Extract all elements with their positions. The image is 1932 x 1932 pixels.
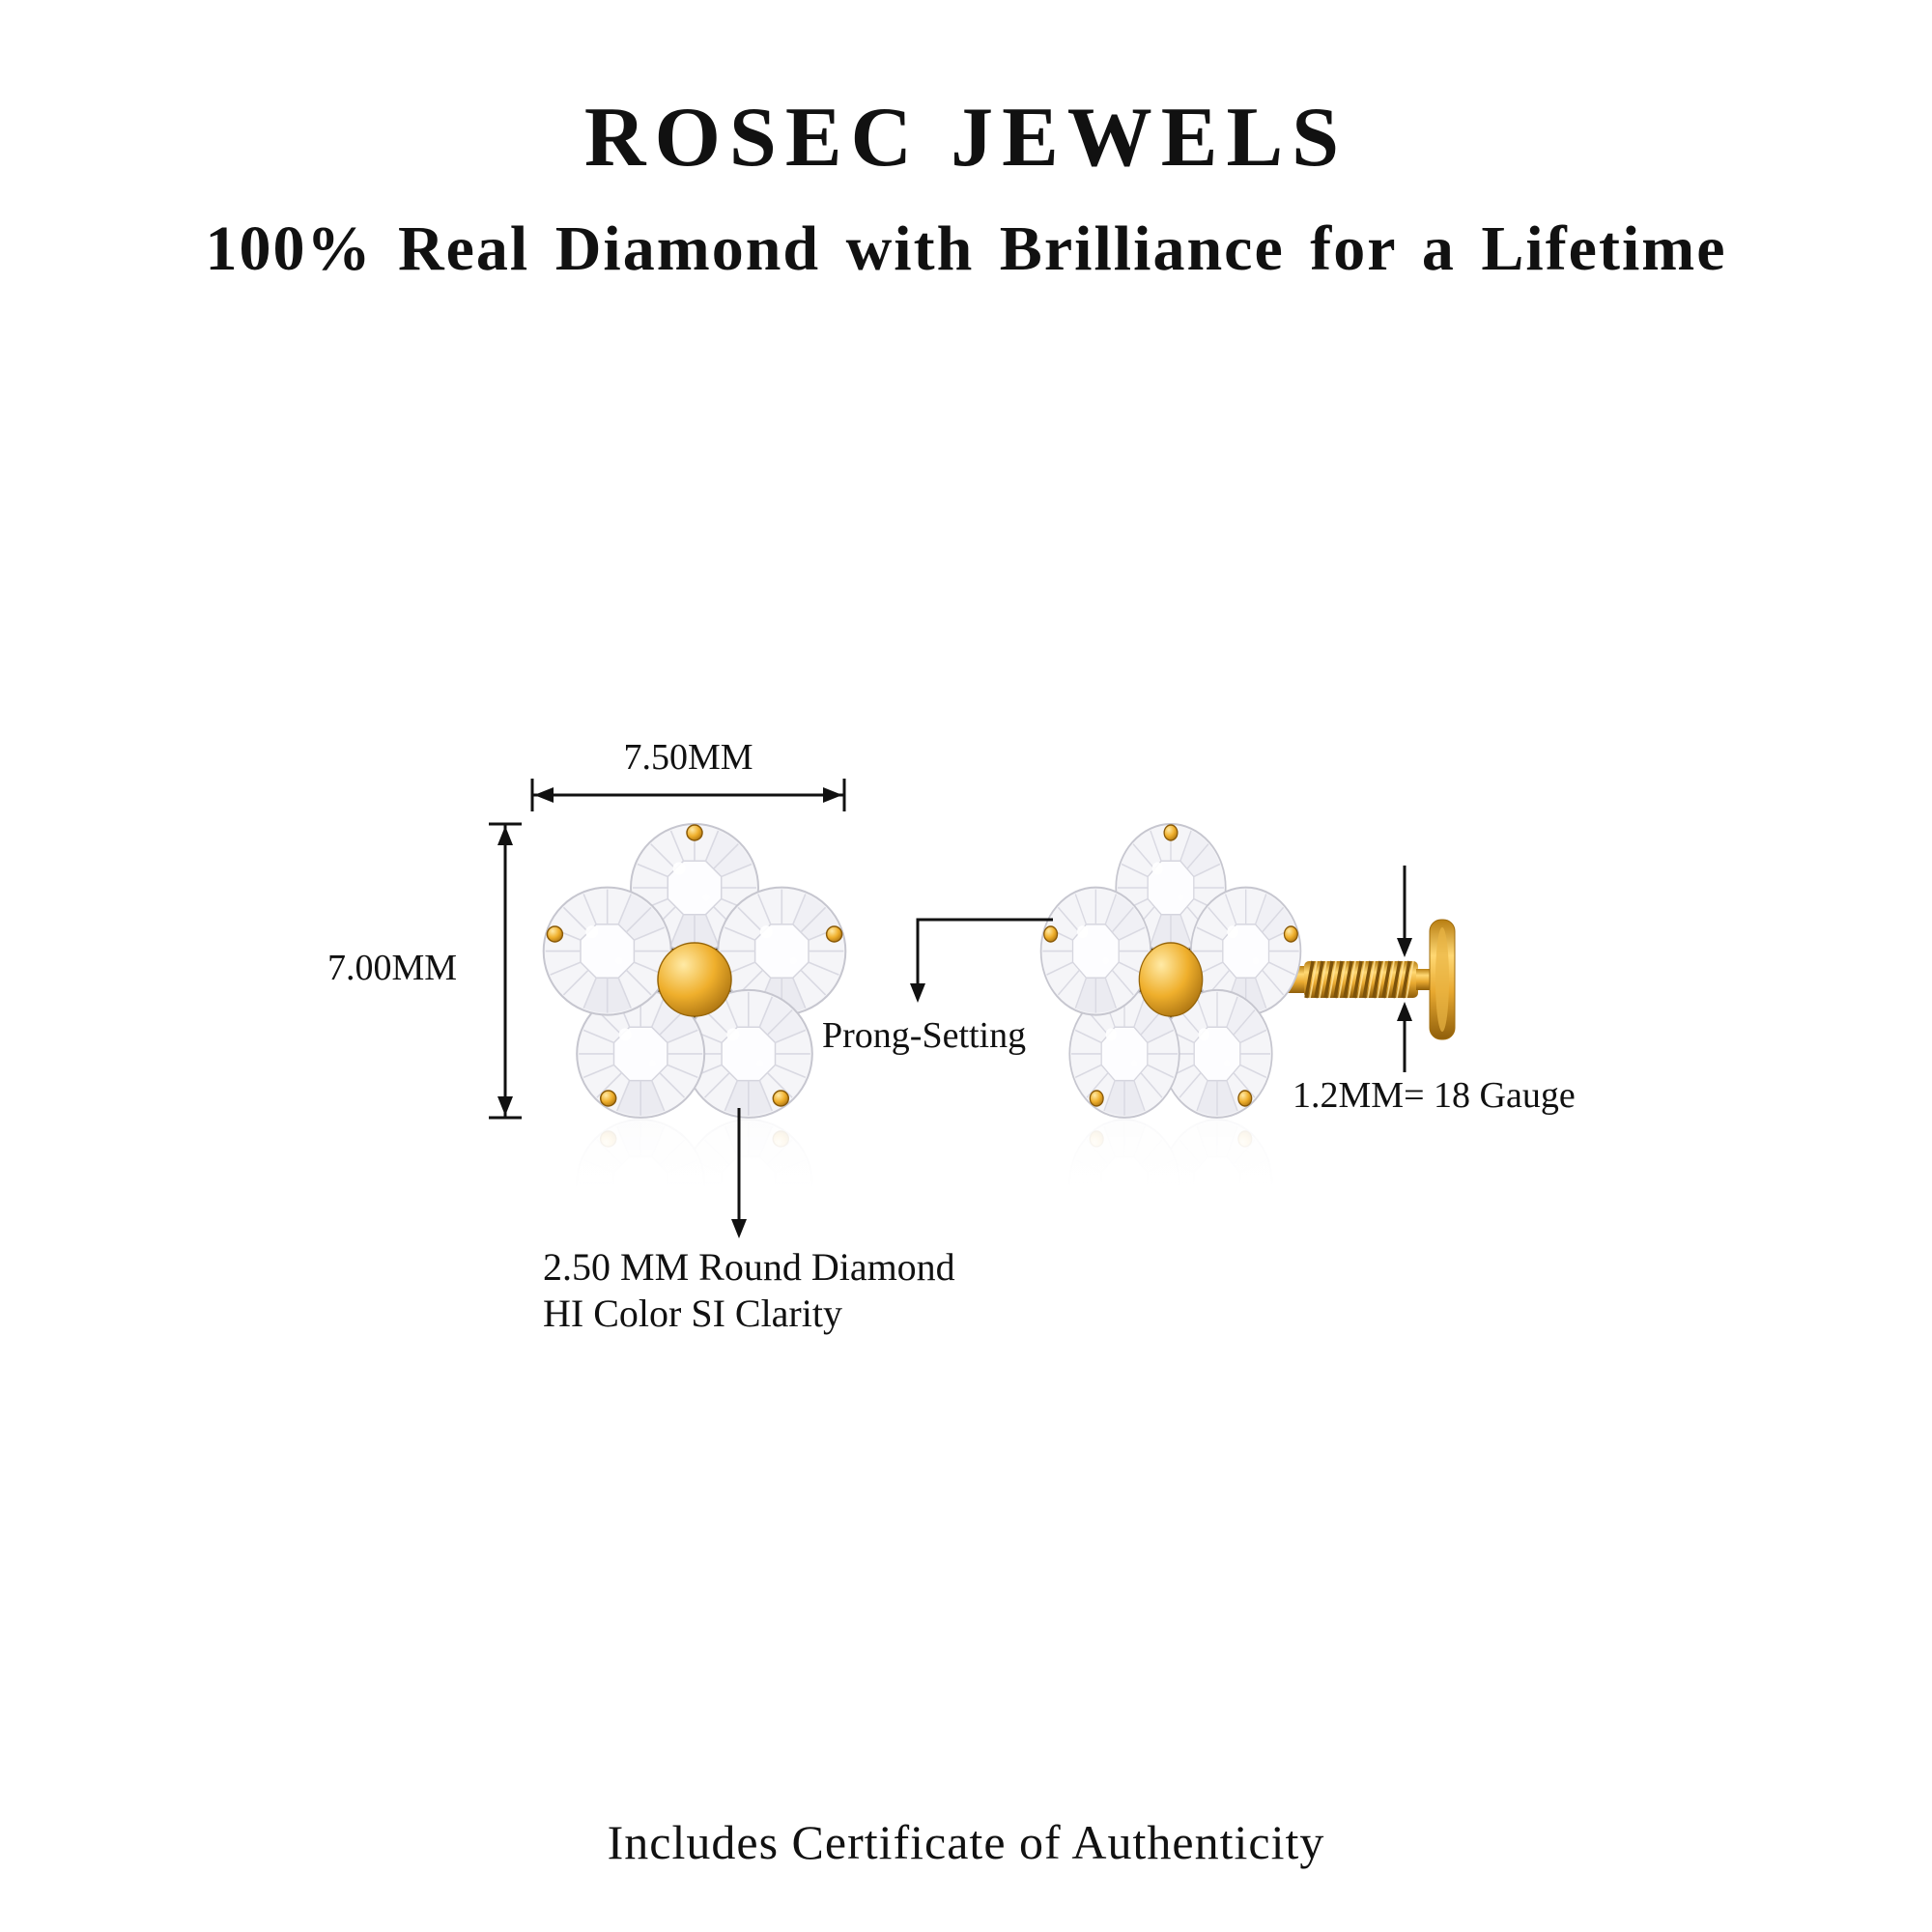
labret-post bbox=[1275, 919, 1456, 1040]
diamond-spec-line1: 2.50 MM Round Diamond bbox=[543, 1245, 955, 1289]
gauge-label: 1.2MM= 18 Gauge bbox=[1293, 1075, 1576, 1116]
diamond-spec-label: 2.50 MM Round Diamond HI Color SI Clarit… bbox=[543, 1244, 1045, 1337]
earring-side-illustration bbox=[1014, 823, 1555, 1202]
prongs bbox=[546, 824, 843, 1107]
width-measurement-label: 7.50MM bbox=[623, 737, 753, 778]
certificate-note: Includes Certificate of Authenticity bbox=[607, 1815, 1325, 1869]
post-tip bbox=[1416, 969, 1430, 990]
prongs bbox=[1043, 824, 1298, 1107]
earring-front-illustration bbox=[530, 823, 859, 1202]
disc-highlight bbox=[1435, 927, 1449, 1032]
gold-center bbox=[657, 942, 732, 1017]
brand-title: ROSEC JEWELS bbox=[583, 91, 1349, 185]
diamond-petal bbox=[542, 886, 672, 1016]
thread-highlights bbox=[1309, 960, 1414, 999]
tagline: 100% Real Diamond with Brilliance for a … bbox=[205, 213, 1727, 284]
reflection-fade bbox=[530, 1121, 859, 1202]
height-measurement-label: 7.00MM bbox=[327, 948, 458, 988]
reflection-fade bbox=[1014, 1121, 1555, 1202]
diamond-petal bbox=[1039, 886, 1152, 1016]
diamond-spec-line2: HI Color SI Clarity bbox=[543, 1292, 842, 1335]
prong-setting-label: Prong-Setting bbox=[822, 1015, 1027, 1056]
gold-center bbox=[1138, 942, 1204, 1017]
flower-cluster-front bbox=[542, 823, 847, 1119]
earring-side-group bbox=[1039, 823, 1456, 1119]
flower-cluster-side bbox=[1039, 823, 1302, 1119]
screw-threads bbox=[1304, 960, 1411, 999]
